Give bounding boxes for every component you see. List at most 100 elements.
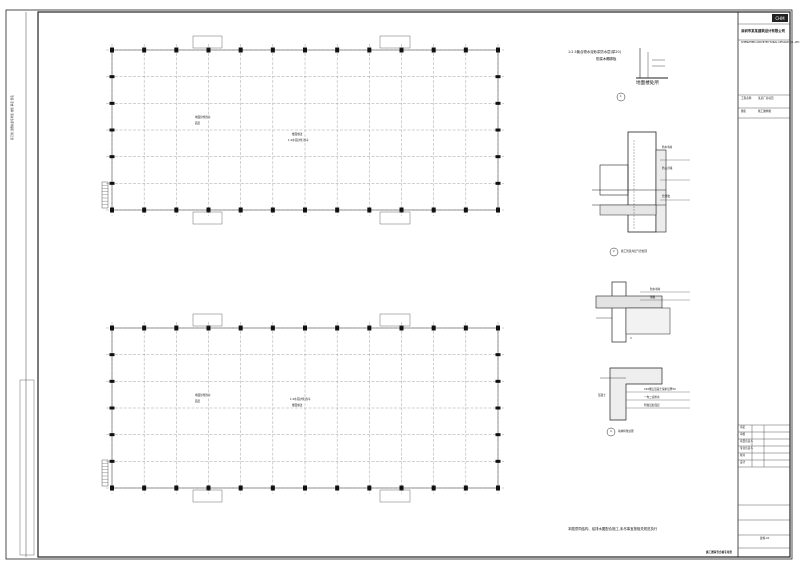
company-name: 深圳市某某建筑设计有限公司 <box>741 29 786 33</box>
column-marker <box>495 353 501 357</box>
column-marker <box>495 181 501 185</box>
column-marker <box>335 325 340 331</box>
column-marker <box>399 207 404 213</box>
column-marker <box>463 485 468 491</box>
stair-ramp <box>101 459 109 487</box>
column-marker <box>109 181 115 185</box>
upper-label-b: 面层 <box>195 122 201 125</box>
title-block-rules <box>738 23 790 549</box>
door-opening <box>379 211 411 225</box>
column-marker <box>270 207 275 213</box>
column-marker <box>109 459 115 463</box>
detail-4-caption: 墙体转角处理 <box>618 430 634 433</box>
company-name-en: SHENZHEN ARCHITECTURAL DESIGN CO.,LTD <box>741 41 800 44</box>
column-marker <box>109 353 115 357</box>
project-label: 工程名称 <box>741 97 752 100</box>
tb-row-1: 审核 <box>740 433 746 436</box>
column-marker <box>431 325 436 331</box>
upper-label-c: 楼面做法 <box>292 133 303 136</box>
tb-row-3: 专业负责人 <box>740 447 753 450</box>
upper-label-a: 地面砂浆找平 <box>195 116 211 119</box>
door-opening <box>192 313 223 327</box>
column-marker <box>431 207 436 213</box>
detail-3 <box>595 281 690 343</box>
detail-1-note2: 防腐木踢脚板 <box>596 57 617 61</box>
bottom-note: 本图须同结构、给排水图配合施工,未尽事宜按相关规范执行 <box>568 527 658 531</box>
column-marker <box>174 47 179 53</box>
binding-box <box>19 379 35 556</box>
column-marker <box>496 47 500 53</box>
drawing-value: 施工图样图 <box>758 110 771 113</box>
column-marker <box>495 155 501 159</box>
company-logo: CHM <box>775 16 785 21</box>
column-marker <box>109 379 115 383</box>
lower-label-d: 楼面做法 <box>292 404 303 407</box>
detail-1-note1: 1:2.5聚合物水泥砂浆防水层(厚20) <box>568 50 621 54</box>
column-marker <box>142 485 147 491</box>
door-opening <box>379 489 411 503</box>
column-marker <box>463 47 468 53</box>
drawing-label: 图名 <box>741 110 747 113</box>
detail-4-index: 4 <box>610 430 612 433</box>
sheet-number: 建施-01 <box>760 537 770 540</box>
column-marker <box>303 325 307 331</box>
bottom-stamp-caption: 施工图审查合格专用章 <box>706 551 732 554</box>
column-marker <box>495 75 501 79</box>
lower-label-c: 1:2水泥砂浆 找平 <box>290 398 311 401</box>
lower-label-b: 面层 <box>195 400 201 403</box>
column-marker <box>496 207 500 213</box>
column-marker <box>206 485 211 491</box>
column-marker <box>367 207 372 213</box>
tb-row-0: 审定 <box>740 426 746 429</box>
tb-row-4: 校对 <box>740 454 746 457</box>
column-marker <box>463 325 468 331</box>
outer-frame <box>5 9 793 560</box>
column-marker <box>431 485 436 491</box>
column-marker <box>495 406 501 410</box>
column-marker <box>174 325 179 331</box>
detail-3-index: 3 <box>630 337 632 340</box>
column-marker <box>495 433 501 437</box>
column-marker <box>431 47 436 53</box>
column-marker <box>399 47 404 53</box>
door-opening <box>379 35 411 49</box>
detail-1-index: 1 <box>620 95 622 98</box>
upper-label-d: 1:2水泥砂浆 找平 <box>288 139 309 142</box>
column-marker <box>238 207 243 213</box>
detail-4 <box>600 367 690 437</box>
column-marker <box>206 47 211 53</box>
column-marker <box>109 406 115 410</box>
column-marker <box>174 207 179 213</box>
column-marker <box>110 485 114 491</box>
column-marker <box>206 325 211 331</box>
column-marker <box>399 325 404 331</box>
column-marker <box>238 47 243 53</box>
detail-4-line3: 附加层加强层 <box>644 404 660 407</box>
column-marker <box>270 47 275 53</box>
column-marker <box>110 325 114 331</box>
column-marker <box>206 207 211 213</box>
column-marker <box>495 101 501 105</box>
tb-row-5: 设计 <box>740 461 746 464</box>
column-marker <box>109 128 115 132</box>
floor-plan-upper <box>101 35 504 225</box>
column-marker <box>303 47 307 53</box>
column-marker <box>335 485 340 491</box>
lower-label-a: 地面砂浆找平 <box>195 394 211 397</box>
column-marker <box>495 459 501 463</box>
column-marker <box>496 325 500 331</box>
detail-1-caption: 地面楼处所 <box>636 81 659 86</box>
column-marker <box>399 485 404 491</box>
column-marker <box>109 101 115 105</box>
stair-ramp <box>101 181 109 209</box>
column-marker <box>238 485 243 491</box>
company-logo-box <box>772 14 788 22</box>
column-marker <box>110 47 114 53</box>
door-opening <box>379 313 411 327</box>
detail-2-tag3: 密封胶 <box>662 195 670 198</box>
column-marker <box>142 207 147 213</box>
tb-row-2: 项目负责人 <box>740 440 753 443</box>
column-marker <box>142 47 147 53</box>
detail-3-tag2: 钢板 <box>650 296 656 299</box>
